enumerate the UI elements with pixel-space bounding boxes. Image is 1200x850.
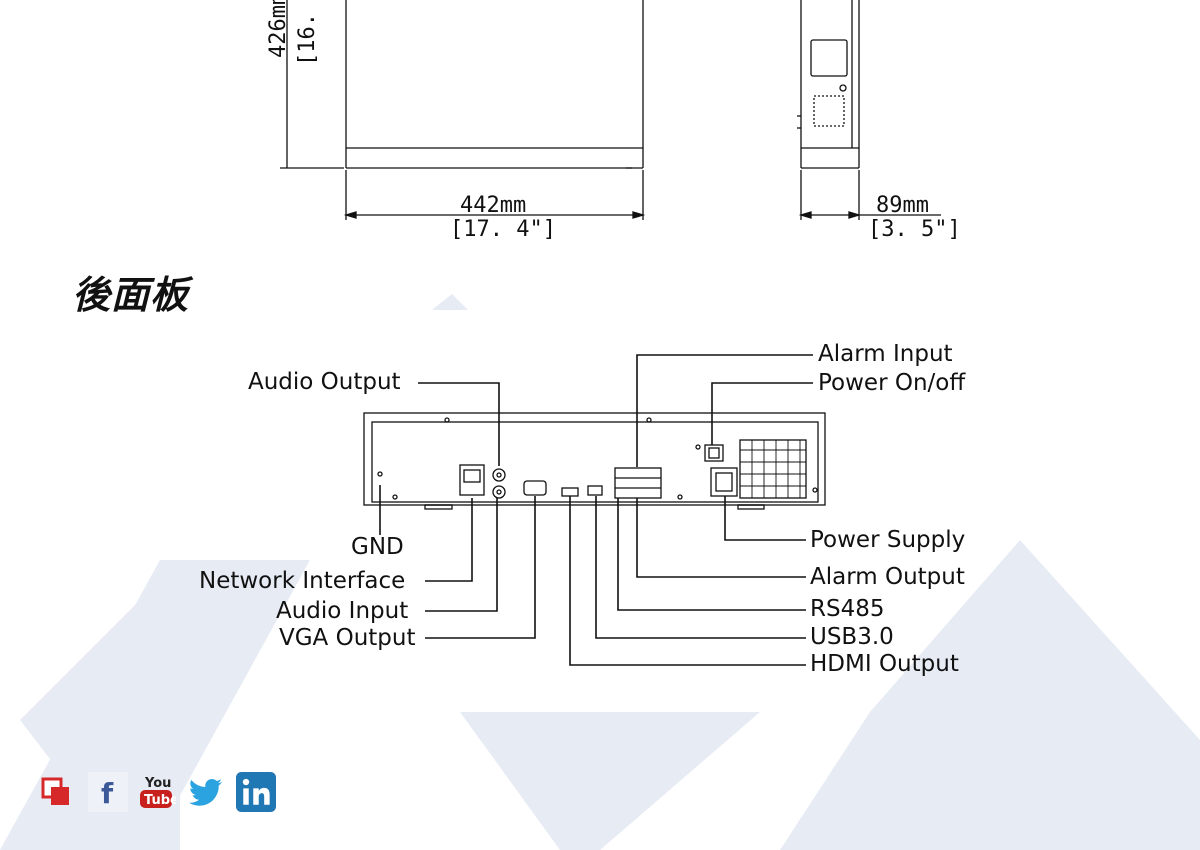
leader-lines [379,354,813,666]
bg-shape-right [780,540,1200,850]
linkedin-icon[interactable] [236,772,276,812]
height-mm-text: 426mm [266,0,291,58]
bg-shape-top [432,294,468,310]
label-vga-output: VGA Output [279,625,416,651]
depth-dimension [798,170,941,220]
svg-text:Tube: Tube [144,793,176,808]
label-alarm-output: Alarm Output [810,564,965,590]
youtube-icon[interactable]: You Tube [136,772,176,812]
twitter-icon[interactable] [186,772,226,812]
label-audio-input: Audio Input [276,598,409,624]
width-mm-text: 442mm [460,193,526,218]
height-dimension [280,0,344,169]
svg-text:You: You [144,776,171,791]
width-dimension [343,170,646,220]
facebook-icon[interactable]: f [88,772,128,812]
depth-mm-text: 89mm [876,193,929,218]
label-network-interface: Network Interface [199,568,406,594]
dimension-labels: 426mm [16. 8 442mm [17. 4"] 89mm [3. 5"] [266,0,961,242]
share-icon[interactable] [36,772,76,812]
front-view [345,0,644,169]
label-hdmi-output: HDMI Output [810,651,959,677]
rear-panel-device [363,412,826,510]
bg-shape-center [460,712,760,850]
label-power-supply: Power Supply [810,527,966,553]
label-usb3: USB3.0 [810,624,894,650]
label-gnd: GND [351,534,404,560]
bg-shape-left2 [20,560,180,850]
side-view [797,0,860,169]
section-title: 後面板 [72,272,190,317]
height-in-text: [16. 8 [295,0,320,66]
label-rs485: RS485 [810,596,885,622]
width-in-text: [17. 4"] [450,217,556,242]
label-alarm-input: Alarm Input [818,341,953,367]
svg-text:f: f [101,777,114,810]
depth-in-text: [3. 5"] [868,217,961,242]
label-audio-output: Audio Output [248,369,401,395]
label-power-on-off: Power On/off [818,370,966,396]
